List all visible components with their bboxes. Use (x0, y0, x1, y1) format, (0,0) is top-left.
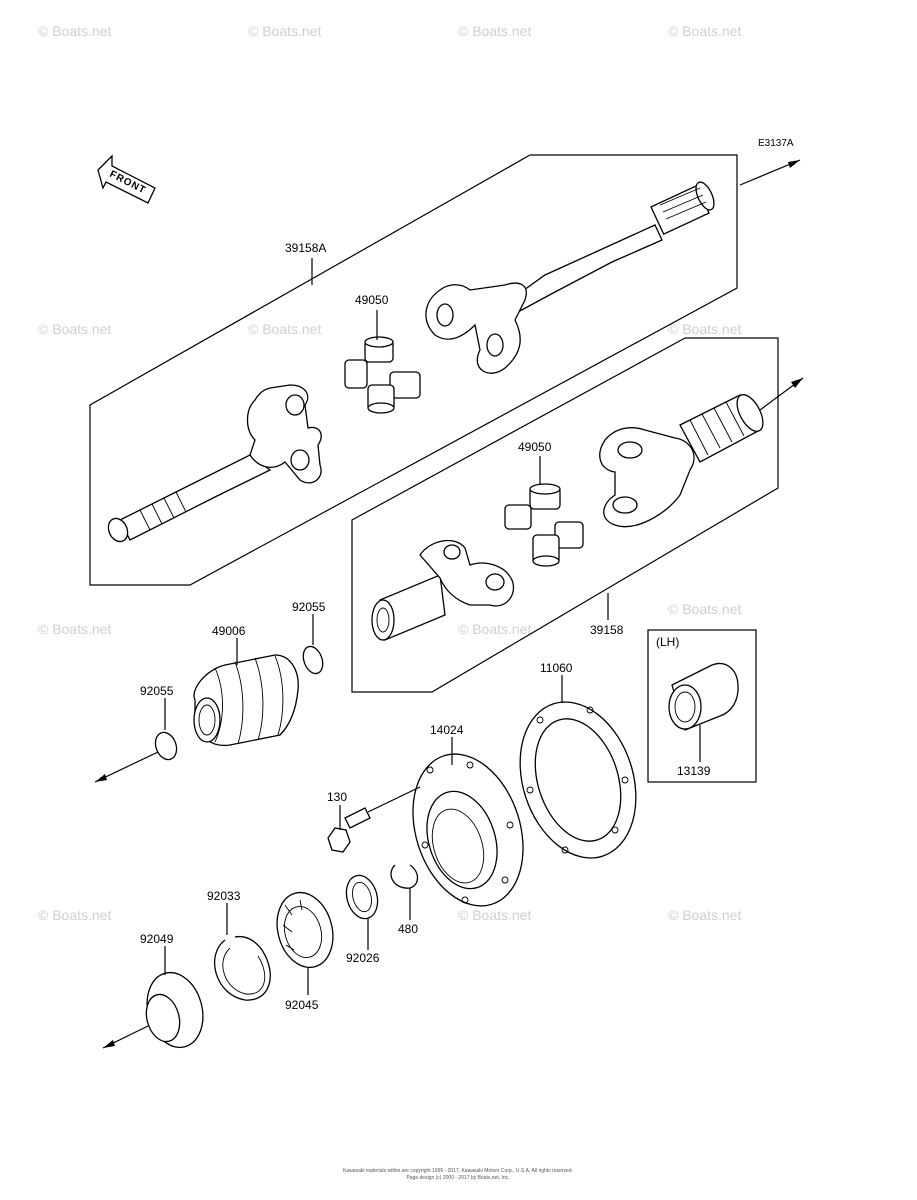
part-number-39158A[interactable]: 39158A (285, 241, 326, 255)
lh-inset-box: (LH) (647, 629, 757, 783)
part-number-13139[interactable]: 13139 (677, 764, 711, 778)
gasket-11060 (519, 701, 637, 859)
circlip-92033 (214, 935, 271, 1001)
copyright-line: Page design (c) 2000 - 2017 by Boats.net… (406, 1175, 509, 1181)
part-number-92033[interactable]: 92033 (207, 889, 241, 903)
housing-14024 (412, 753, 524, 907)
watermark: © Boats.net (668, 321, 741, 337)
watermark: © Boats.net (668, 907, 741, 923)
watermark: © Boats.net (38, 321, 111, 337)
part-labels: 39158A 49050 49050 39158 92055 49006 920… (140, 241, 711, 1012)
part-number-130[interactable]: 130 (327, 790, 347, 804)
bearing-92045 (276, 891, 334, 969)
watermark: © Boats.net (458, 907, 531, 923)
spacer-92026 (345, 874, 379, 920)
watermark: © Boats.net (38, 23, 111, 39)
watermark: © Boats.net (668, 23, 741, 39)
part-number-11060[interactable]: 11060 (540, 661, 573, 675)
part-number-92049[interactable]: 92049 (140, 932, 174, 946)
boot-49006 (193, 654, 299, 747)
part-number-92055[interactable]: 92055 (140, 684, 174, 698)
drive-shaft-39158 (371, 394, 764, 641)
watermark: © Boats.net (458, 621, 531, 637)
circlip-480 (390, 864, 419, 889)
leader-lines (164, 258, 609, 995)
lower-assembly-outline (351, 337, 804, 693)
part-number-49006[interactable]: 49006 (212, 624, 246, 638)
oil-seal-92049 (102, 971, 204, 1049)
o-ring-92055-lower (154, 731, 178, 761)
part-number-92055[interactable]: 92055 (292, 600, 326, 614)
watermark: © Boats.net (248, 321, 321, 337)
part-number-49050[interactable]: 49050 (518, 440, 552, 454)
upper-assembly-outline (89, 154, 801, 586)
part-number-39158[interactable]: 39158 (590, 623, 624, 637)
watermark: © Boats.net (248, 23, 321, 39)
universal-joint-spider-49050-upper (344, 336, 421, 414)
watermark: © Boats.net (668, 601, 741, 617)
diagram-code: E3137A (758, 138, 794, 149)
part-number-49050[interactable]: 49050 (355, 293, 389, 307)
part-number-92045[interactable]: 92045 (285, 998, 319, 1012)
part-number-480[interactable]: 480 (398, 922, 418, 936)
watermark-layer: © Boats.net © Boats.net © Boats.net © Bo… (38, 23, 741, 923)
part-number-92026[interactable]: 92026 (346, 951, 380, 965)
bolt-130 (327, 786, 421, 853)
lh-label: (LH) (656, 635, 679, 649)
universal-joint-spider-49050-lower (504, 483, 584, 567)
part-number-14024[interactable]: 14024 (430, 723, 464, 737)
o-ring-92055-upper (302, 645, 324, 675)
copyright-line: Kawasaki materials within are copyright … (343, 1168, 573, 1174)
watermark: © Boats.net (38, 621, 111, 637)
watermark: © Boats.net (458, 23, 531, 39)
drive-shaft-39158A (107, 181, 715, 543)
watermark: © Boats.net (38, 907, 111, 923)
front-arrow-icon: FRONT (97, 154, 156, 204)
